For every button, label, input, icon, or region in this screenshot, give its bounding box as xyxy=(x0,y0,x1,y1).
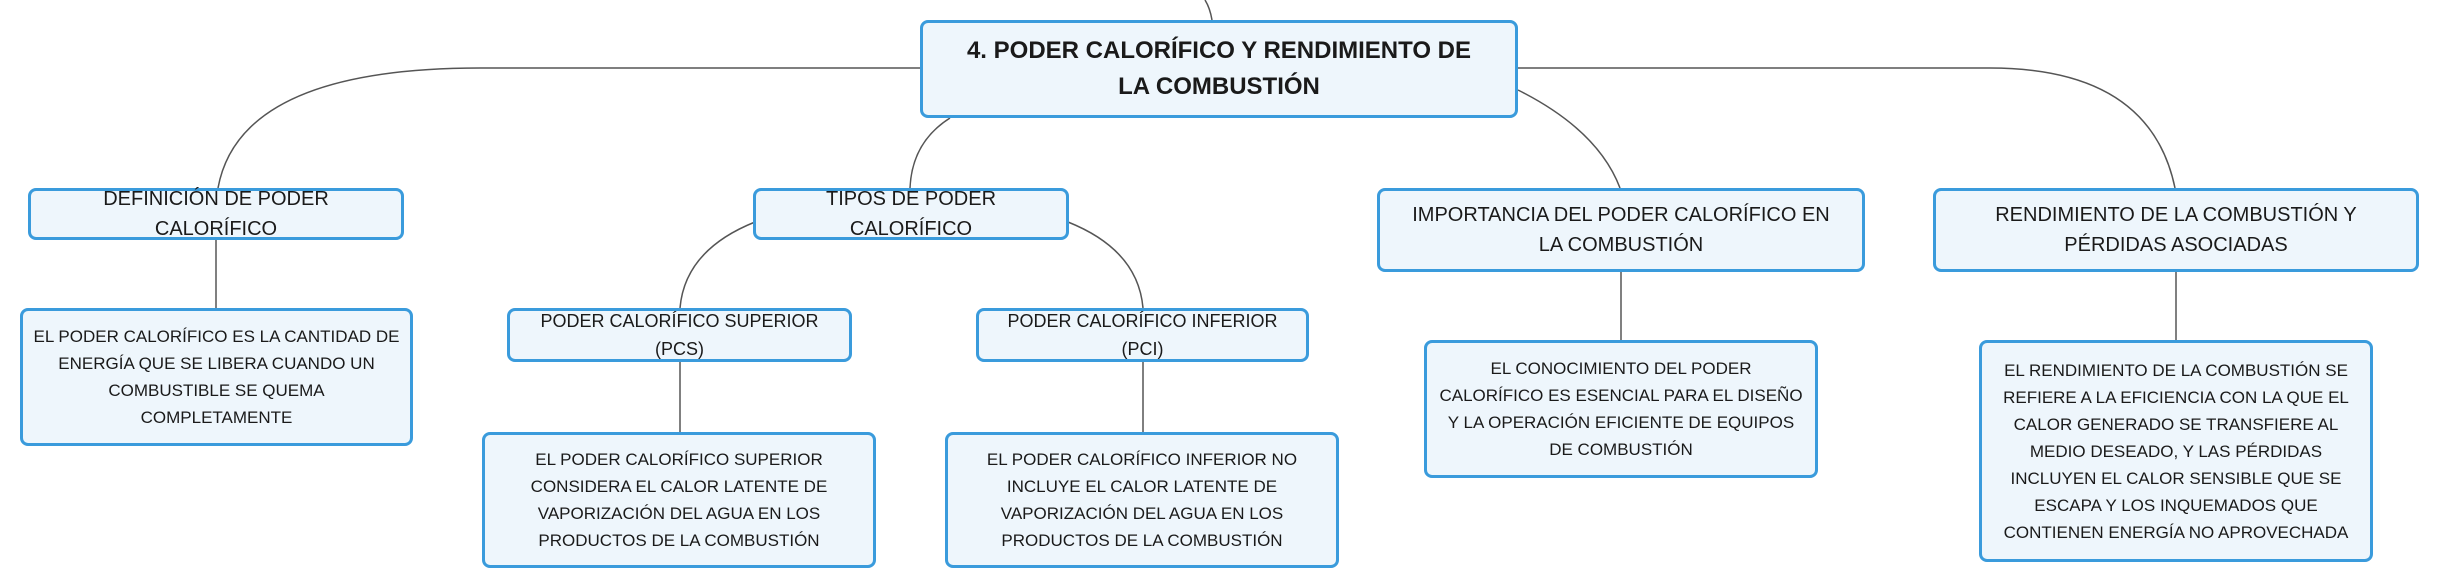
topic-definicion[interactable]: DEFINICIÓN DE PODER CALORÍFICO xyxy=(28,188,404,240)
topic-tipos[interactable]: TIPOS DE PODER CALORÍFICO xyxy=(753,188,1069,240)
connector-root-definicion xyxy=(217,67,920,189)
topic-importancia[interactable]: IMPORTANCIA DEL PODER CALORÍFICO EN LA C… xyxy=(1377,188,1865,272)
subtopic-pci-label: PODER CALORÍFICO INFERIOR (PCI) xyxy=(1007,311,1278,359)
connector-root-importancia xyxy=(1517,89,1621,189)
connector-root-top xyxy=(1204,0,1213,21)
subtopic-pci[interactable]: PODER CALORÍFICO INFERIOR (PCI) xyxy=(976,308,1309,362)
detail-importancia-text: EL CONOCIMIENTO DEL PODER CALORÍFICO ES … xyxy=(1439,359,1803,459)
detail-importancia[interactable]: EL CONOCIMIENTO DEL PODER CALORÍFICO ES … xyxy=(1424,340,1818,478)
topic-rendimiento-label: RENDIMIENTO DE LA COMBUSTIÓN Y PÉRDIDAS … xyxy=(1995,204,2357,256)
detail-rendimiento-text: EL RENDIMIENTO DE LA COMBUSTIÓN SE REFIE… xyxy=(2003,360,2349,542)
detail-definicion-text: EL PODER CALORÍFICO ES LA CANTIDAD DE EN… xyxy=(33,327,400,427)
detail-definicion[interactable]: EL PODER CALORÍFICO ES LA CANTIDAD DE EN… xyxy=(20,308,413,446)
topic-definicion-label: DEFINICIÓN DE PODER CALORÍFICO xyxy=(103,188,329,240)
topic-rendimiento[interactable]: RENDIMIENTO DE LA COMBUSTIÓN Y PÉRDIDAS … xyxy=(1933,188,2419,272)
connector-root-rendimiento xyxy=(1518,67,2176,189)
detail-rendimiento[interactable]: EL RENDIMIENTO DE LA COMBUSTIÓN SE REFIE… xyxy=(1979,340,2373,562)
connector-tipos-pci xyxy=(1067,221,1144,309)
detail-pci[interactable]: EL PODER CALORÍFICO INFERIOR NO INCLUYE … xyxy=(945,432,1339,568)
root-topic[interactable]: 4. PODER CALORÍFICO Y RENDIMIENTO DE LA … xyxy=(920,20,1518,118)
topic-importancia-label: IMPORTANCIA DEL PODER CALORÍFICO EN LA C… xyxy=(1412,204,1830,256)
root-topic-label: 4. PODER CALORÍFICO Y RENDIMIENTO DE LA … xyxy=(966,37,1472,100)
topic-tipos-label: TIPOS DE PODER CALORÍFICO xyxy=(825,188,997,240)
connector-tipos-pcs xyxy=(679,221,756,309)
detail-pci-text: EL PODER CALORÍFICO INFERIOR NO INCLUYE … xyxy=(986,450,1298,550)
connector-root-tipos xyxy=(909,117,951,189)
detail-pcs[interactable]: EL PODER CALORÍFICO SUPERIOR CONSIDERA E… xyxy=(482,432,876,568)
subtopic-pcs-label: PODER CALORÍFICO SUPERIOR (PCS) xyxy=(540,311,819,359)
detail-pcs-text: EL PODER CALORÍFICO SUPERIOR CONSIDERA E… xyxy=(530,450,828,550)
subtopic-pcs[interactable]: PODER CALORÍFICO SUPERIOR (PCS) xyxy=(507,308,852,362)
